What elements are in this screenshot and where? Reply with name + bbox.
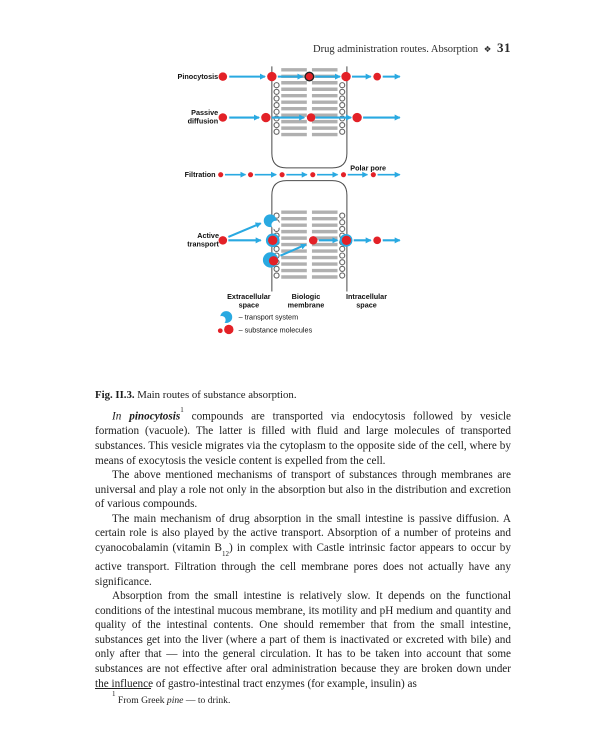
carrier-with-molecule — [265, 233, 280, 248]
paragraph-text: ) in complex with Castle intrinsic facto… — [95, 542, 511, 588]
substance-molecule-dot — [306, 113, 316, 122]
carrier-with-molecule — [339, 233, 353, 247]
footnote-mark: 1 — [112, 690, 116, 699]
footnote: 1 From Greek pine — to drink. — [95, 688, 511, 706]
intracellular-space-label-line2: space — [356, 301, 377, 310]
substance-molecule-dot — [267, 71, 277, 82]
extracellular-space-label-line2: space — [239, 301, 260, 310]
compartment-labels: Extracellular space Biologic membrane In… — [227, 292, 387, 310]
substance-molecule-dot — [341, 71, 351, 82]
substance-molecule-dot-small — [247, 172, 254, 178]
extracellular-space-label-line1: Extracellular — [227, 292, 271, 301]
membrane-upper-outline — [271, 66, 348, 169]
paragraph-lead-term: pinocytosis — [129, 410, 181, 423]
legend-substance-molecules: – substance molecules — [239, 325, 313, 334]
filtration-label: Filtration — [185, 170, 216, 179]
paragraph-text: compounds are transported via endocytosi… — [95, 410, 512, 467]
footnote-rule — [95, 688, 151, 689]
figure-legend: – transport system – substance molecules — [217, 311, 313, 335]
substance-molecule-dot — [352, 112, 362, 123]
paragraph-pinocytosis: In pinocytosis1 compounds are transporte… — [95, 406, 511, 468]
substance-molecule-dot-small — [310, 172, 316, 178]
passive-diffusion-label-line1: Passive — [191, 108, 218, 117]
biologic-membrane-label-line1: Biologic — [292, 292, 321, 301]
footnote-text: 1 From Greek pine — to drink. — [95, 690, 511, 707]
paragraph-mechanisms: The above mentioned mechanisms of transp… — [95, 468, 511, 512]
paragraph-text: Absorption from the small intestine is r… — [95, 590, 511, 690]
substance-molecule-dot — [218, 72, 228, 81]
page-header: Drug administration routes. Absorption ❖… — [95, 40, 511, 56]
figure-caption-text: Main routes of substance absorption. — [134, 389, 297, 401]
paragraph-lead-italic: In — [112, 410, 130, 423]
passive-diffusion-label-line2: diffusion — [188, 117, 219, 126]
vesicle-molecule-dot — [304, 71, 315, 82]
paragraph-main-mechanism: The main mechanism of drug absorption in… — [95, 512, 511, 589]
membrane-lower-outline — [271, 180, 348, 292]
substance-molecule-dot — [373, 72, 382, 81]
substance-molecule-dot — [218, 113, 228, 122]
body-text: In pinocytosis1 compounds are transporte… — [95, 406, 511, 691]
paragraph-text: The above mentioned mechanisms of transp… — [95, 469, 511, 511]
paragraph-text: The main mechanism of drug absorption in… — [95, 512, 511, 555]
substance-molecule-dot-small — [218, 172, 224, 178]
substance-molecule-dot — [373, 236, 382, 245]
transport-system-crescent — [263, 214, 280, 230]
figure-caption: Fig. II.3. Main routes of substance abso… — [95, 389, 511, 401]
legend-transport-system: – transport system — [239, 313, 299, 322]
substance-molecule-dot-small — [340, 172, 347, 178]
footnote-italic-term: pine — [166, 695, 184, 707]
carrier-with-molecule — [262, 252, 279, 268]
polar-pore-label: Polar pore — [350, 163, 386, 172]
transport-arrow — [227, 222, 262, 238]
lipid-bars — [281, 68, 338, 281]
lipid-head-columns — [273, 82, 346, 282]
footnote-reference: 1 — [180, 406, 184, 415]
absorption-routes-figure: Pinocytosis Passive diffusion — [178, 66, 401, 335]
substance-molecule-dot — [308, 236, 318, 245]
ornament-diamond-icon: ❖ — [483, 45, 492, 55]
substance-molecules-icon — [217, 324, 234, 335]
active-transport-route: Active transport — [187, 214, 401, 268]
passive-diffusion-route: Passive diffusion — [188, 108, 401, 126]
pinocytosis-route: Pinocytosis — [178, 71, 401, 82]
vitamin-b12-subscript: 12 — [222, 550, 229, 559]
figure-caption-label: Fig. II.3. — [95, 389, 135, 401]
substance-molecule-dot-small — [370, 172, 376, 178]
footnote-text-part: From Greek — [115, 695, 167, 707]
paragraph-absorption-speed: Absorption from the small intestine is r… — [95, 589, 511, 691]
active-transport-label-line1: Active — [197, 231, 219, 240]
substance-molecule-dot — [218, 236, 228, 245]
substance-molecule-dot — [261, 112, 271, 123]
running-title: Drug administration routes. Absorption — [313, 44, 479, 55]
footnote-text-part: — to drink. — [183, 695, 231, 707]
pinocytosis-label: Pinocytosis — [178, 72, 219, 81]
substance-molecule-dot-small — [279, 172, 285, 178]
filtration-route: Filtration Polar pore — [185, 163, 401, 179]
intracellular-space-label-line1: Intracellular — [346, 292, 387, 301]
biologic-membrane-label-line2: membrane — [288, 301, 325, 310]
active-transport-label-line2: transport — [187, 239, 219, 248]
transport-system-icon — [217, 311, 233, 325]
transport-arrow — [279, 243, 307, 257]
page-number: 31 — [497, 40, 511, 55]
